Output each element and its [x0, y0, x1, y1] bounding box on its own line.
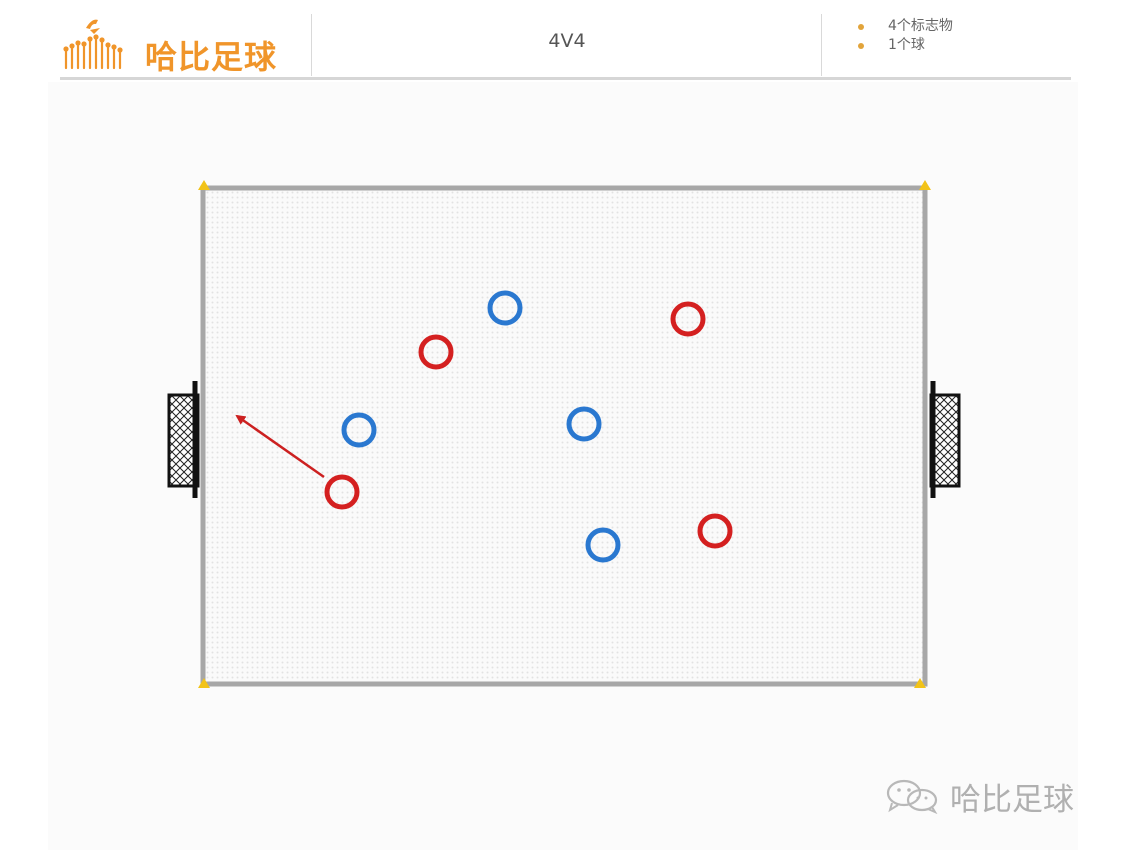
red-player: [324, 474, 360, 510]
watermark-text: 哈比足球: [950, 781, 1074, 818]
blue-player: [585, 527, 621, 563]
red-player: [670, 301, 706, 337]
cone-icon: [919, 180, 931, 190]
equipment-list: 4个标志物 1个球: [858, 17, 953, 55]
watermark: 哈比足球: [884, 776, 1074, 818]
cone-icon: [198, 678, 210, 688]
right-goal: [929, 381, 961, 498]
logo-text: 哈比足球: [145, 38, 278, 76]
bullet-icon: [858, 24, 864, 30]
header-divider-left: [311, 14, 312, 76]
equipment-label: 1个球: [888, 37, 925, 53]
wechat-icon: [886, 779, 938, 814]
field-boundary: [200, 185, 928, 687]
field-surface: [203, 188, 925, 684]
blue-player: [487, 290, 523, 326]
equipment-label: 4个标志物: [888, 18, 953, 34]
red-player: [697, 513, 733, 549]
brand-logo: 哈比足球: [60, 14, 300, 76]
header-underline: [60, 77, 1071, 80]
blue-player: [341, 412, 377, 448]
page-title: 4V4: [548, 30, 586, 52]
cone-icon: [198, 180, 210, 190]
pass-arrow: [235, 414, 325, 479]
cone-icon: [914, 678, 926, 688]
blue-player: [566, 406, 602, 442]
logo-mark-icon: [63, 19, 123, 70]
equipment-item: 1个球: [858, 36, 953, 55]
equipment-item: 4个标志物: [858, 17, 953, 36]
left-goal: [167, 381, 200, 498]
bullet-icon: [858, 43, 864, 49]
header-divider-right: [821, 14, 822, 76]
red-player: [418, 334, 454, 370]
